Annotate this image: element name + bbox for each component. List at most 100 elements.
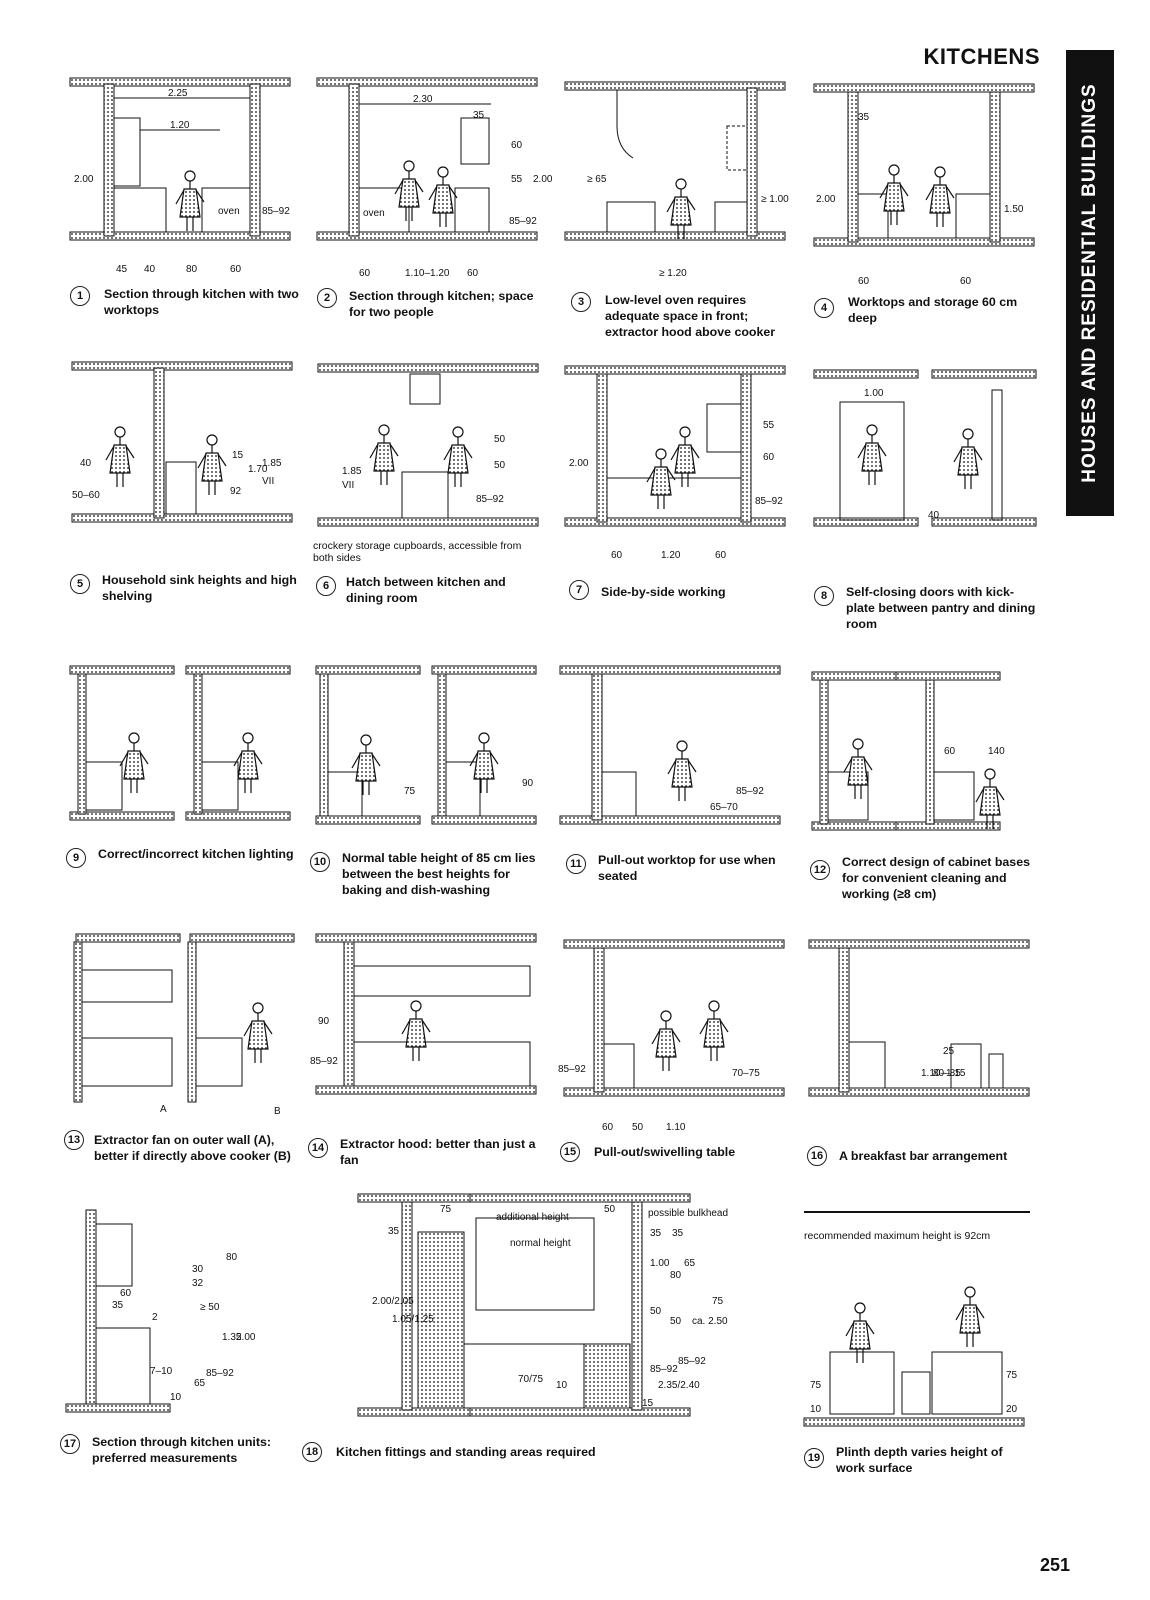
figure-1-caption: Section through kitchen with two worktop… — [104, 287, 299, 317]
figure-17-dim-9: 2.00 — [236, 1332, 256, 1343]
figure-17-drawing: 60 35 2 30 32 80 ≥ 50 1.35 2.00 7–10 65 … — [65, 1209, 256, 1413]
figure-16-dim-3: 25 — [943, 1046, 955, 1057]
figure-6-dim-5: 85–92 — [476, 494, 504, 505]
figure-18-dim-4: normal height — [510, 1238, 571, 1249]
figure-18-dim-13: 50 — [670, 1316, 682, 1327]
figure-13: A B 13 Extractor fan on outer wall (A), … — [62, 930, 302, 1185]
figure-18-dim-10: 65 — [684, 1258, 696, 1269]
section-tab-label: HOUSES AND RESIDENTIAL BUILDINGS — [1079, 83, 1100, 483]
figure-8: 1.00 40 8 Self-closing doors with kick-p… — [810, 362, 1050, 632]
figure-15: 85–92 70–75 60 50 1.10 15 Pull-out/swive… — [556, 930, 800, 1170]
figure-18: 75 50 additional height normal height po… — [300, 1192, 760, 1482]
figure-1-dim-5: 85–92 — [262, 206, 290, 217]
figure-2-dim-4: 55 — [511, 174, 523, 185]
figure-6-caption: Hatch between kitchen and dining room — [346, 575, 506, 605]
figure-5-dim-3: 15 — [232, 450, 244, 461]
figure-11-number: 11 — [566, 854, 586, 874]
figure-18-dim-7: 35 — [650, 1228, 662, 1239]
figure-13-caption: Extractor fan on outer wall (A), better … — [94, 1133, 291, 1163]
figure-2-dim-5: 85–92 — [509, 216, 537, 227]
figure-17-dim-8: 1.35 — [222, 1332, 242, 1343]
figure-3-caption: Low-level oven requires adequate space i… — [605, 293, 776, 339]
figure-8-drawing: 1.00 40 — [813, 369, 1037, 527]
figure-5-number: 5 — [70, 574, 90, 594]
figure-14-dim-1: 90 — [318, 1016, 330, 1027]
figure-18-drawing: 75 50 additional height normal height po… — [357, 1193, 728, 1417]
figure-19-note: recommended maximum height is 92cm — [804, 1230, 991, 1242]
figure-13-drawing: A B — [73, 933, 295, 1117]
figure-12-drawing: 60 140 — [811, 671, 1005, 831]
figure-17-dim-10: 7–10 — [150, 1366, 173, 1377]
figure-6-dim-4: 50 — [494, 460, 506, 471]
figure-1-number: 1 — [70, 286, 90, 306]
figure-1-dim-7: 40 — [144, 264, 156, 275]
figure-2-dim-9: 1.10–1.20 — [405, 268, 450, 279]
figure-3-dim-2: ≥ 1.00 — [761, 194, 789, 205]
figure-18-number: 18 — [302, 1442, 322, 1462]
figure-19-dim-1: 75 — [810, 1380, 822, 1391]
figure-5-dim-4: 1.70 — [248, 464, 268, 475]
figure-13-dim-1: A — [160, 1104, 167, 1115]
figure-19-dim-3: 75 — [1006, 1370, 1018, 1381]
figure-15-dim-3: 60 — [602, 1122, 614, 1133]
figure-2-dim-2: 35 — [473, 110, 485, 121]
figure-2-caption: Section through kitchen; space for two p… — [349, 289, 534, 319]
figure-2-dim-10: 60 — [467, 268, 479, 279]
figure-18-dim-19: 2.00/2.05 — [372, 1296, 414, 1307]
figure-10: 75 90 10 Normal table height of 85 cm li… — [306, 662, 551, 897]
figure-11-dim-2: 65–70 — [710, 802, 738, 813]
figure-2-dim-3: 60 — [511, 140, 523, 151]
figure-2-dim-7: oven — [363, 208, 385, 219]
figure-19-dim-4: 20 — [1006, 1404, 1018, 1415]
figure-1-dim-6: 45 — [116, 264, 128, 275]
figure-8-dim-2: 40 — [928, 510, 940, 521]
figure-7-dim-6: 1.20 — [661, 550, 681, 561]
figure-6-dim-3: 50 — [494, 434, 506, 445]
figure-17-number: 17 — [60, 1434, 80, 1454]
figure-16-drawing: 1.10–1.15 80–85 25 — [808, 939, 1030, 1097]
figure-18-dim-12: 50 — [650, 1306, 662, 1317]
figure-14-drawing: 90 85–92 — [310, 933, 537, 1095]
figure-6-number: 6 — [316, 576, 336, 596]
figure-18-dim-18: 2.35/2.40 — [658, 1380, 700, 1391]
figure-1-dim-3: 2.00 — [74, 174, 94, 185]
figure-19-dim-2: 10 — [810, 1404, 822, 1415]
figure-4-dim-5: 60 — [960, 276, 972, 287]
figure-15-number: 15 — [560, 1142, 580, 1162]
figure-2-dim-1: 2.30 — [413, 94, 433, 105]
figure-17-caption: Section through kitchen units: preferred… — [92, 1435, 271, 1465]
figure-18-dim-17: 85–92 — [678, 1356, 706, 1367]
figure-12: 60 140 12 Correct design of cabinet base… — [808, 662, 1048, 912]
figure-16: 1.10–1.15 80–85 25 16 A breakfast bar ar… — [805, 930, 1045, 1170]
figure-19: 75 10 75 20 recommended maximum height i… — [800, 1200, 1040, 1490]
figure-5-drawing: 40 50–60 15 1.70 92 1.85 VII — [71, 361, 293, 523]
figure-2-dim-6: 2.00 — [533, 174, 553, 185]
figure-19-drawing: 75 10 75 20 — [803, 1211, 1030, 1427]
figure-17-dim-4: 30 — [192, 1264, 204, 1275]
figure-4-dim-3: 1.50 — [1004, 204, 1024, 215]
figure-5-dim-2: 50–60 — [72, 490, 100, 501]
figure-7-dim-1: 2.00 — [569, 458, 589, 469]
figure-18-dim-8: 35 — [672, 1228, 684, 1239]
figure-5-dim-1: 40 — [80, 458, 92, 469]
figure-18-dim-1: 75 — [440, 1204, 452, 1215]
figure-5-dim-6: 1.85 — [262, 458, 282, 469]
figure-17: 60 35 2 30 32 80 ≥ 50 1.35 2.00 7–10 65 … — [60, 1200, 300, 1490]
figure-7-dim-5: 60 — [611, 550, 623, 561]
figure-4-caption: Worktops and storage 60 cm deep — [848, 295, 1018, 325]
figure-17-dim-2: 35 — [112, 1300, 124, 1311]
figure-17-dim-6: 80 — [226, 1252, 238, 1263]
figure-1-drawing: 2.25 1.20 2.00 oven 85–92 45 40 80 60 — [69, 77, 291, 275]
figure-7-drawing: 2.00 55 60 85–92 60 1.20 60 — [564, 365, 786, 561]
figure-18-caption: Kitchen fittings and standing areas requ… — [336, 1445, 596, 1459]
figure-17-dim-13: 10 — [170, 1392, 182, 1403]
section-tab: HOUSES AND RESIDENTIAL BUILDINGS — [1066, 50, 1114, 516]
figure-12-number: 12 — [810, 860, 830, 880]
figure-15-dim-1: 85–92 — [558, 1064, 586, 1075]
figure-12-dim-2: 140 — [988, 746, 1005, 757]
figure-18-dim-9: 1.00 — [650, 1258, 670, 1269]
figure-14: 90 85–92 14 Extractor hood: better than … — [306, 930, 551, 1170]
figure-18-dim-22: 10 — [556, 1380, 568, 1391]
figure-5-dim-5: 92 — [230, 486, 242, 497]
figure-18-dim-20: 1.05/1.25 — [392, 1314, 434, 1325]
